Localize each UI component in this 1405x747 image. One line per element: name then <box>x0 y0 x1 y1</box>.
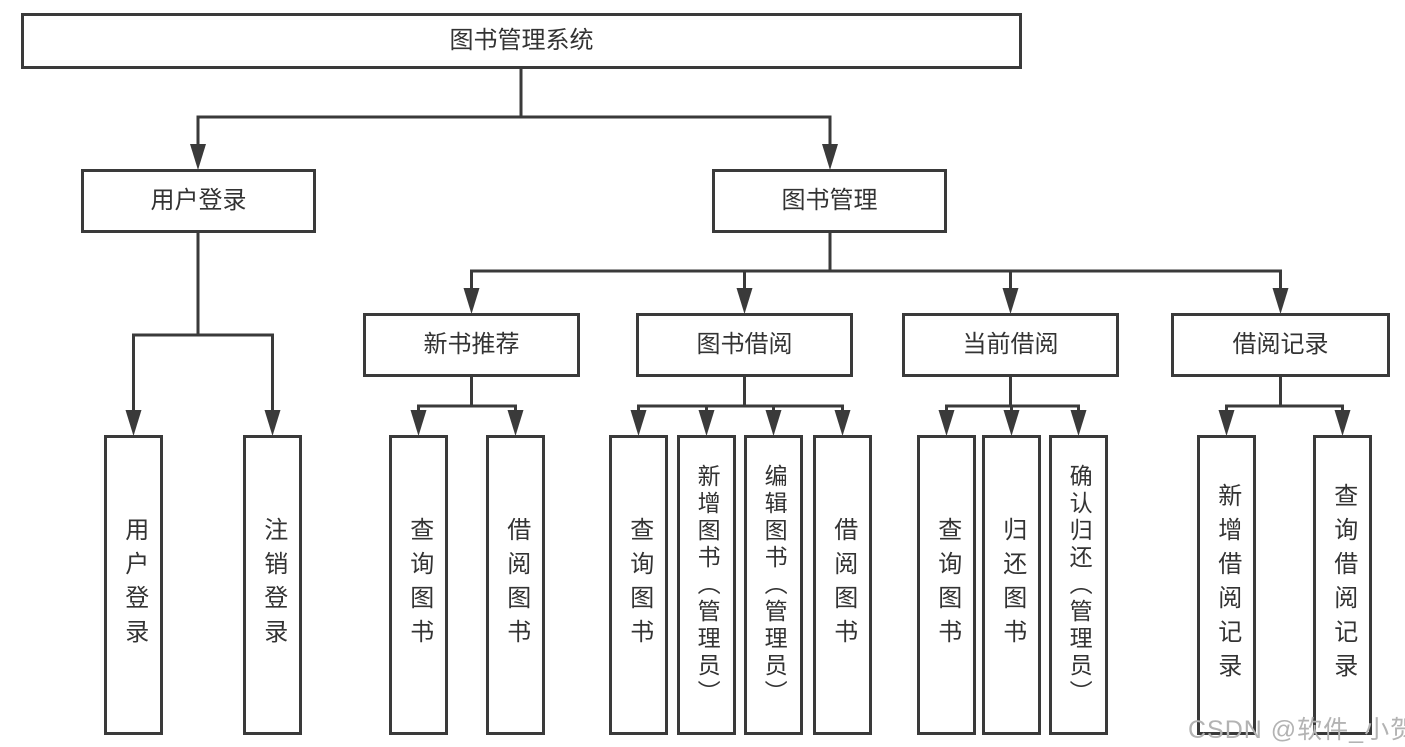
leaf-return-books-label: 归还图书 <box>998 517 1026 653</box>
leaf-logout-label: 注销登录 <box>259 517 287 653</box>
leaf-edit-books-admin-label: 编辑图书（管理员） <box>761 463 788 707</box>
leaf-query-borrow-record: 查询借阅记录 <box>1313 435 1372 735</box>
node-user-login: 用户登录 <box>81 169 316 233</box>
leaf-add-borrow-record: 新增借阅记录 <box>1197 435 1256 735</box>
leaf-query-books-recommend-label: 查询图书 <box>405 517 433 653</box>
node-current-borrowing: 当前借阅 <box>902 313 1119 377</box>
node-current-borrowing-label: 当前借阅 <box>962 330 1059 358</box>
csdn-watermark: CSDN @软件_小贺同学 <box>1188 716 1405 744</box>
node-book-management-label: 图书管理 <box>781 186 878 214</box>
leaf-edit-books-admin: 编辑图书（管理员） <box>744 435 803 735</box>
leaf-add-books-admin: 新增图书（管理员） <box>677 435 736 735</box>
leaf-borrow-books-borrowing-label: 借阅图书 <box>829 517 857 653</box>
leaf-query-borrow-record-label: 查询借阅记录 <box>1329 483 1357 687</box>
node-root-label: 图书管理系统 <box>449 26 594 54</box>
leaf-return-books: 归还图书 <box>982 435 1041 735</box>
leaf-logout: 注销登录 <box>243 435 302 735</box>
node-user-login-label: 用户登录 <box>150 186 247 214</box>
leaf-confirm-return-admin-label: 确认归还（管理员） <box>1066 463 1093 707</box>
leaf-confirm-return-admin: 确认归还（管理员） <box>1049 435 1108 735</box>
node-new-book-recommend: 新书推荐 <box>363 313 580 377</box>
node-borrowing-records: 借阅记录 <box>1171 313 1390 377</box>
leaf-add-books-admin-label: 新增图书（管理员） <box>694 463 721 707</box>
leaf-query-books-recommend: 查询图书 <box>389 435 448 735</box>
node-book-management: 图书管理 <box>712 169 947 233</box>
leaf-borrow-books-borrowing: 借阅图书 <box>813 435 872 735</box>
node-book-borrowing: 图书借阅 <box>636 313 853 377</box>
leaf-add-borrow-record-label: 新增借阅记录 <box>1213 483 1241 687</box>
leaf-query-books-borrowing-label: 查询图书 <box>625 517 653 653</box>
leaf-user-login: 用户登录 <box>104 435 163 735</box>
leaf-query-books-current: 查询图书 <box>917 435 976 735</box>
node-root: 图书管理系统 <box>21 13 1022 69</box>
node-new-book-recommend-label: 新书推荐 <box>423 330 520 358</box>
node-borrowing-records-label: 借阅记录 <box>1232 330 1329 358</box>
leaf-borrow-books-recommend: 借阅图书 <box>486 435 545 735</box>
leaf-borrow-books-recommend-label: 借阅图书 <box>502 517 530 653</box>
leaf-query-books-borrowing: 查询图书 <box>609 435 668 735</box>
node-book-borrowing-label: 图书借阅 <box>696 330 793 358</box>
leaf-query-books-current-label: 查询图书 <box>933 517 961 653</box>
leaf-user-login-label: 用户登录 <box>120 517 148 653</box>
